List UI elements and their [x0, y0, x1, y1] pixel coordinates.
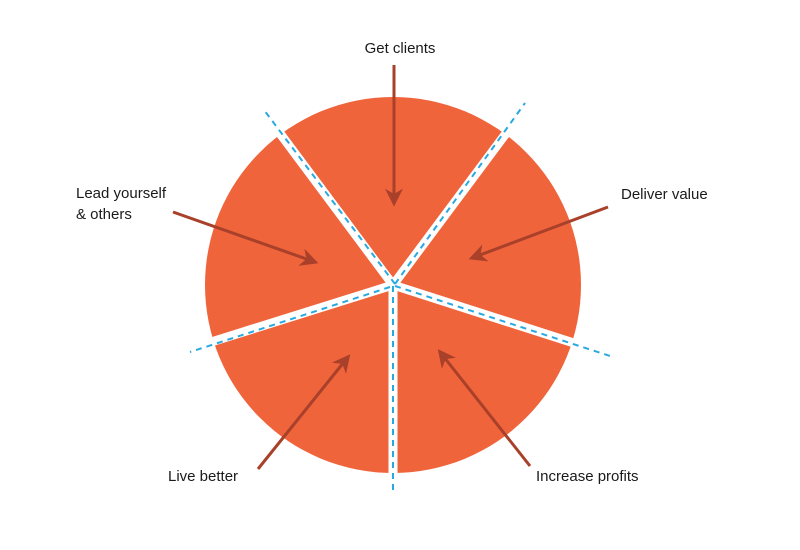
arrow-live-better	[256, 354, 351, 470]
label-increase-profits: Increase profits	[536, 468, 639, 485]
arrow-deliver-value	[468, 205, 609, 262]
arrow-increase-profits	[437, 349, 532, 467]
gap-top-left	[272, 125, 397, 288]
label-lead-yourself-line1: Lead yourself	[76, 185, 167, 202]
label-live-better: Live better	[168, 468, 238, 485]
label-get-clients: Get clients	[365, 40, 436, 57]
divider-top-left	[263, 109, 396, 285]
divider-top-right	[394, 102, 526, 285]
gap-left	[206, 280, 395, 348]
segment-dividers	[189, 102, 611, 495]
arrow-lead-yourself	[172, 210, 319, 266]
divider-left	[189, 286, 391, 353]
divider-right	[394, 285, 611, 357]
gap-right	[391, 280, 582, 350]
label-deliver-value: Deliver value	[621, 186, 708, 203]
label-lead-yourself-line2: & others	[76, 206, 132, 223]
gap-top-right	[389, 125, 514, 288]
arrows	[172, 65, 609, 470]
